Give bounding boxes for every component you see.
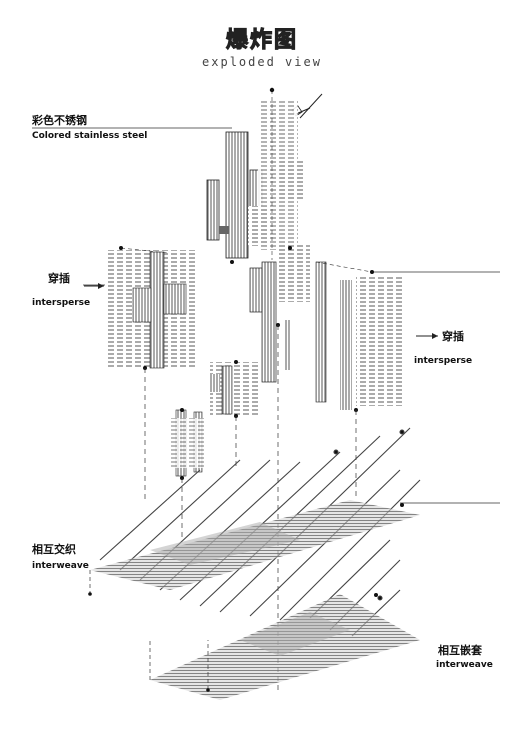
leader-lines xyxy=(32,127,500,504)
interweave-grid-lower xyxy=(149,593,420,700)
cactus-small-mid xyxy=(210,360,260,470)
label-steel-en: Colored stainless steel xyxy=(32,131,148,141)
label-intersperse-right-en: intersperse xyxy=(414,356,473,366)
label-interweave-right-en: interweave xyxy=(436,660,493,670)
cactus-panel-right xyxy=(315,261,402,500)
label-intersperse-left-cn: 穿插 xyxy=(48,272,70,285)
label-interweave-left-cn: 相互交织 xyxy=(32,543,76,556)
label-interweave-right-cn: 相互嵌套 xyxy=(438,644,482,657)
label-intersperse-left-en: intersperse xyxy=(32,298,91,308)
label-interweave-left-en: interweave xyxy=(32,561,89,571)
arrow-intersperse-left xyxy=(84,283,104,289)
interweave-grid-upper xyxy=(88,500,420,596)
diagram-subtitle: exploded view xyxy=(202,55,322,69)
cactus-small-left xyxy=(168,408,204,540)
diagram-title: 爆炸图 xyxy=(225,27,298,53)
label-intersperse-right-cn: 穿插 xyxy=(442,330,464,343)
cactus-center xyxy=(249,244,310,690)
cactus-steel-top xyxy=(206,87,306,264)
arrow-intersperse-right xyxy=(416,333,438,339)
label-steel-cn: 彩色不锈钢 xyxy=(32,114,87,127)
cactus-panel-left xyxy=(106,246,196,500)
